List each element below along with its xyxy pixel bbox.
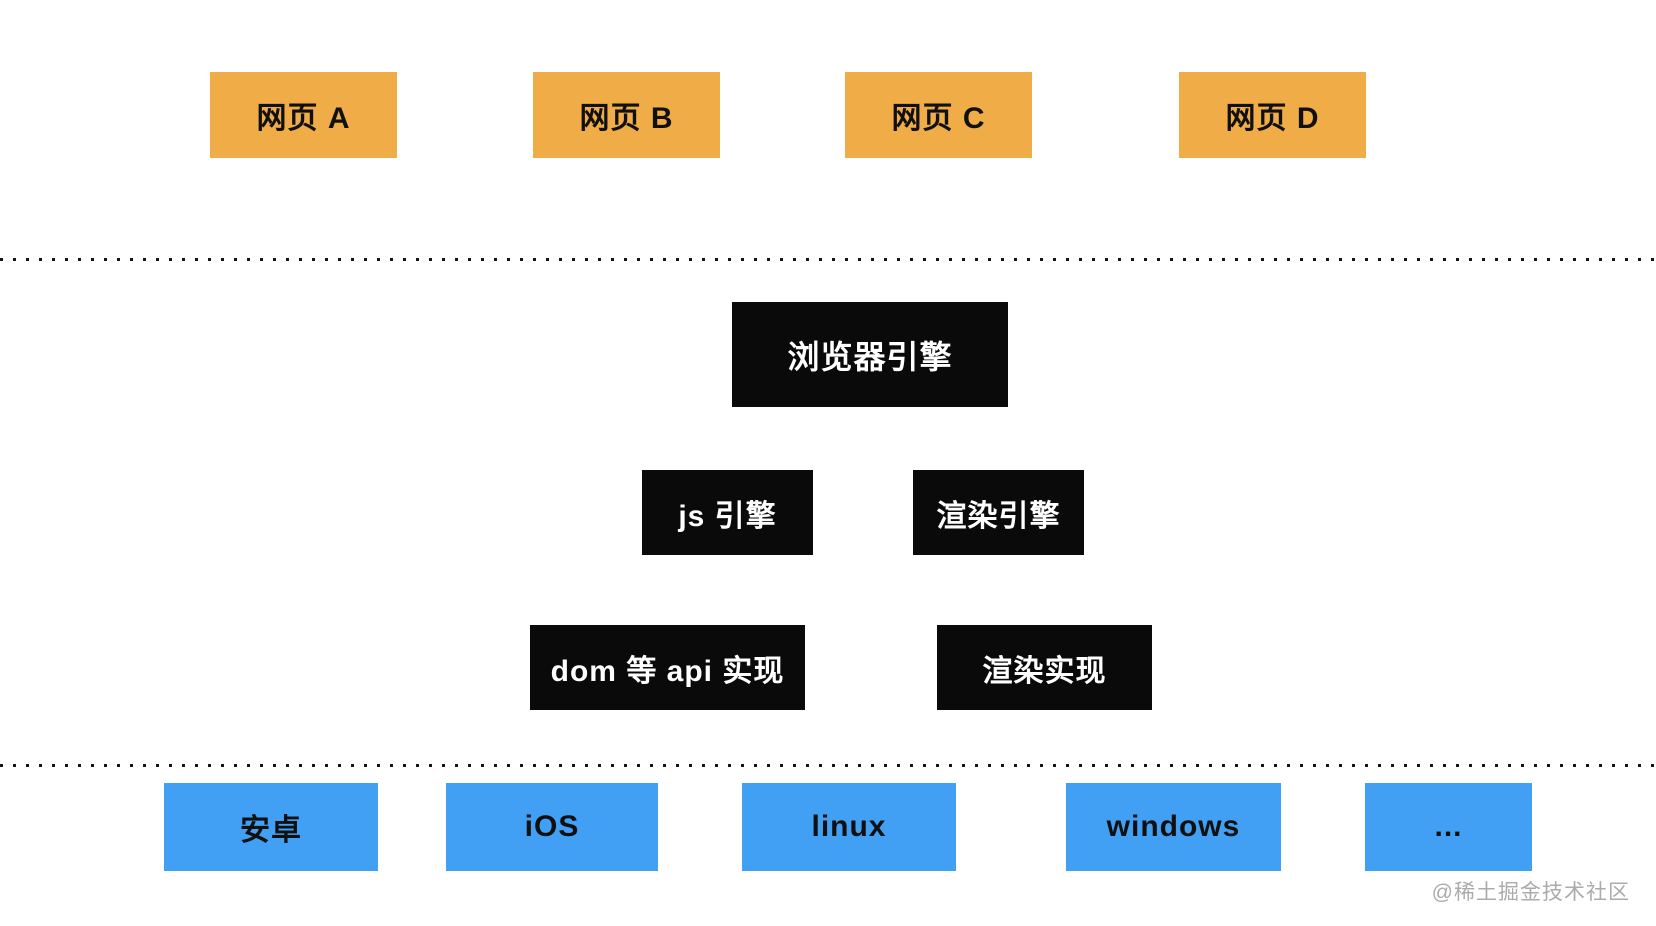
platform-windows-box: windows bbox=[1066, 783, 1281, 871]
js-engine-box: js 引擎 bbox=[642, 470, 813, 555]
webpage-b-box: 网页 B bbox=[533, 72, 720, 158]
platform-more-box: ... bbox=[1365, 783, 1532, 871]
render-implementation-label: 渲染实现 bbox=[982, 654, 1107, 688]
webpage-c-label: 网页 C bbox=[891, 102, 986, 135]
platform-ios-label: iOS bbox=[524, 810, 580, 843]
platform-android-label: 安卓 bbox=[240, 814, 302, 847]
dom-api-implementation-box: dom 等 api 实现 bbox=[530, 625, 805, 710]
platform-ios-box: iOS bbox=[446, 783, 658, 871]
webpage-a-label: 网页 A bbox=[256, 102, 351, 135]
platform-linux-box: linux bbox=[742, 783, 956, 871]
platform-android-box: 安卓 bbox=[164, 783, 378, 871]
dom-api-implementation-label: dom 等 api 实现 bbox=[550, 654, 785, 688]
browser-engine-box: 浏览器引擎 bbox=[732, 302, 1008, 407]
platform-more-label: ... bbox=[1434, 810, 1463, 843]
webpage-c-box: 网页 C bbox=[845, 72, 1032, 158]
js-engine-label: js 引擎 bbox=[678, 499, 777, 533]
webpage-b-label: 网页 B bbox=[579, 102, 674, 135]
platform-linux-label: linux bbox=[811, 810, 887, 843]
webpage-d-label: 网页 D bbox=[1225, 102, 1320, 135]
separator-bottom-dotted-line bbox=[0, 764, 1656, 767]
browser-engine-label: 浏览器引擎 bbox=[787, 338, 953, 375]
platform-windows-label: windows bbox=[1106, 810, 1241, 843]
render-engine-label: 渲染引擎 bbox=[936, 499, 1061, 533]
webpage-a-box: 网页 A bbox=[210, 72, 397, 158]
render-implementation-box: 渲染实现 bbox=[937, 625, 1152, 710]
separator-top-dotted-line bbox=[0, 258, 1656, 261]
watermark: @稀土掘金技术社区 bbox=[1431, 881, 1630, 904]
webpage-d-box: 网页 D bbox=[1179, 72, 1366, 158]
render-engine-box: 渲染引擎 bbox=[913, 470, 1084, 555]
